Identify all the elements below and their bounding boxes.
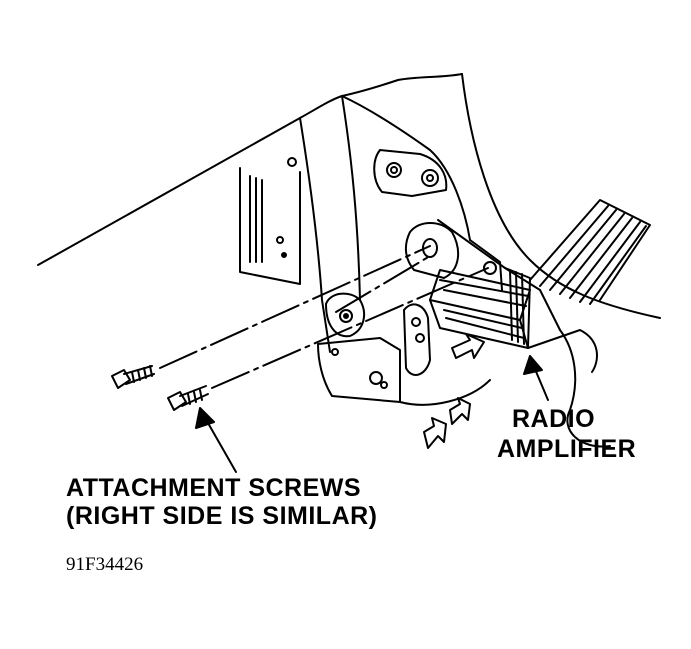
- attachment-screw-upper: [111, 365, 155, 389]
- radio-label: RADIO: [512, 405, 596, 433]
- figure-code: 91F34426: [66, 554, 144, 575]
- right-side-similar-label: (RIGHT SIDE IS SIMILAR): [66, 502, 378, 530]
- mid-mount-boss: [404, 222, 503, 291]
- alignment-lines: [159, 245, 489, 389]
- center-support: [287, 95, 471, 353]
- radio-amplifier-unit: [429, 219, 611, 448]
- floor-ribs: [529, 199, 651, 305]
- dash-panel-edge: [37, 95, 343, 266]
- attachment-screws-label: ATTACHMENT SCREWS: [66, 474, 362, 502]
- leader-arrow-screws: [195, 407, 237, 473]
- upper-mount-plate: [373, 149, 448, 197]
- dash-right-sweep: [461, 73, 661, 319]
- lower-bracket: [317, 303, 491, 406]
- attachment-screw-lower: [167, 385, 209, 411]
- direction-arrows: [423, 333, 485, 449]
- lower-mount-boss: [325, 292, 366, 338]
- dash-top-contour: [341, 73, 463, 97]
- left-bracket: [239, 167, 301, 285]
- amplifier-label: AMPLIFIER: [497, 435, 637, 463]
- leader-arrow-amplifier: [523, 355, 549, 401]
